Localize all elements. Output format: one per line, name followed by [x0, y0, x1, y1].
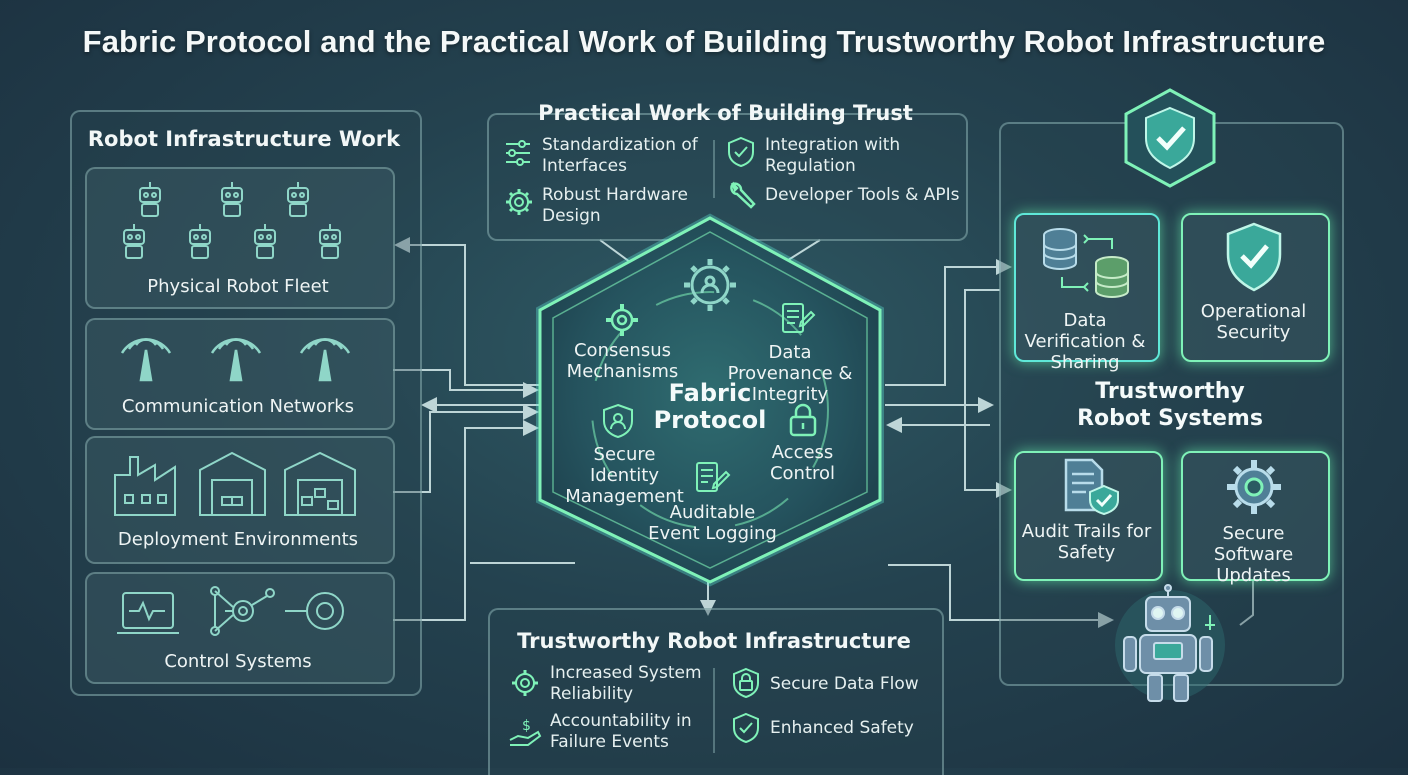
hand-dollar-icon: $: [508, 716, 542, 748]
item-accountability: Accountability in Failure Events: [550, 711, 710, 753]
component-consensus: Consensus Mechanisms: [560, 340, 685, 382]
section-label-networks: Communication Networks: [85, 396, 391, 417]
robot-icon: [1110, 585, 1240, 710]
audit-document-icon: [1060, 458, 1120, 516]
component-logging: Auditable Event Logging: [645, 502, 780, 544]
bottom-panel-divider: [713, 668, 715, 753]
item-regulation: Integration with Regulation: [765, 135, 945, 177]
section-label-control: Control Systems: [85, 651, 391, 672]
shield-check-icon: [727, 136, 757, 168]
bottom-panel-title: Trustworthy Robot Infrastructure: [488, 629, 940, 653]
item-standardization: Standardization of Interfaces: [542, 135, 707, 177]
robot-fleet-icon: [110, 175, 360, 270]
item-safety: Enhanced Safety: [770, 718, 930, 739]
item-devtools: Developer Tools & APIs: [765, 185, 960, 206]
top-panel-title: Practical Work of Building Trust: [487, 101, 964, 125]
antenna-icon: [110, 325, 370, 385]
document-edit-icon: [779, 302, 815, 338]
security-shield-icon: [1224, 222, 1284, 292]
box-label-audit-trails: Audit Trails for Safety: [1014, 521, 1159, 563]
fabric-protocol-title-line1: Fabric: [630, 380, 790, 407]
secure-flow-lock-icon: [731, 667, 761, 699]
top-panel-divider: [713, 140, 715, 198]
box-label-data-verification: Data Verification & Sharing: [1014, 310, 1156, 373]
item-dataflow: Secure Data Flow: [770, 674, 930, 695]
arrow-to-data-verification: [885, 267, 1008, 385]
log-edit-icon: [694, 460, 730, 496]
safety-shield-icon: [731, 712, 761, 744]
svg-text:$: $: [522, 718, 531, 734]
sliders-icon: [504, 138, 534, 168]
left-panel-title: Robot Infrastructure Work: [70, 127, 418, 151]
reliability-gear-icon: [510, 668, 540, 698]
factory-warehouse-icon: [110, 445, 370, 520]
consensus-gear-icon: [604, 302, 640, 338]
box-label-secure-updates: Secure Software Updates: [1181, 523, 1326, 586]
fabric-protocol-title-line2: Protocol: [630, 407, 790, 434]
component-identity: Secure Identity Management: [557, 444, 692, 507]
item-reliability: Increased System Reliability: [550, 663, 710, 705]
gear-person-icon: [680, 255, 740, 315]
database-sync-icon: [1040, 225, 1135, 305]
control-systems-icon: [115, 583, 365, 643]
shield-badge-icon: [1122, 88, 1218, 188]
identity-icon: [600, 403, 636, 439]
component-access: Access Control: [760, 442, 845, 484]
fabric-protocol-title: Fabric Protocol: [630, 380, 790, 434]
software-gear-icon: [1223, 456, 1285, 518]
wrench-icon: [727, 180, 757, 210]
section-label-deployment: Deployment Environments: [85, 529, 391, 550]
box-label-operational-security: Operational Security: [1181, 301, 1326, 343]
right-panel-title: Trustworthy Robot Systems: [1060, 378, 1280, 432]
lock-icon: [788, 403, 818, 437]
section-label-fleet: Physical Robot Fleet: [85, 276, 391, 297]
